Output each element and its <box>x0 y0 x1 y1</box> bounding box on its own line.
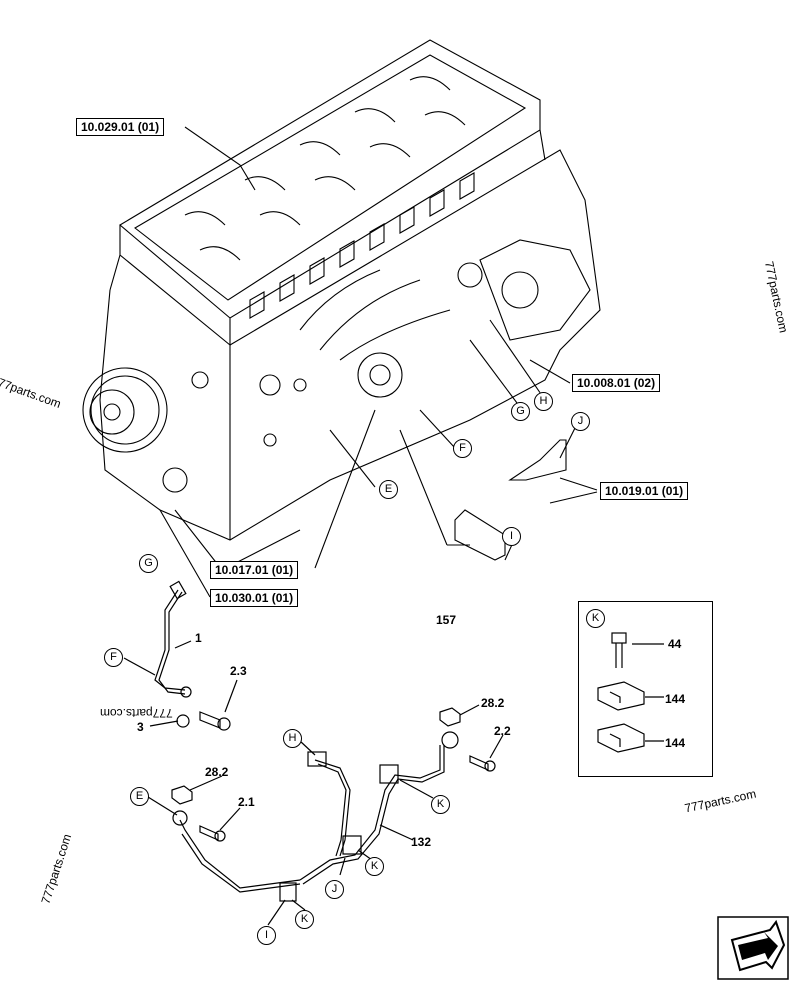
callout-f: F <box>104 648 123 667</box>
ref-label-10-017-01[interactable]: 10.017.01 (01) <box>210 561 299 579</box>
callout-g: G <box>511 402 530 421</box>
callout-j: J <box>325 880 344 899</box>
part-number-44: 44 <box>668 637 682 651</box>
ref-label-10-008-01[interactable]: 10.008.01 (02) <box>572 374 661 392</box>
callout-f: F <box>453 439 472 458</box>
callout-g: G <box>139 554 158 573</box>
part-number-2-2: 2.2 <box>494 724 511 738</box>
part-number-144: 144 <box>665 736 686 750</box>
part-number-157: 157 <box>436 613 457 627</box>
part-number-1: 1 <box>195 631 202 645</box>
part-number-2-3: 2.3 <box>230 664 247 678</box>
ref-label-10-030-01[interactable]: 10.030.01 (01) <box>210 589 299 607</box>
callout-e: E <box>130 787 149 806</box>
part-number-132: 132 <box>411 835 432 849</box>
callout-k: K <box>295 910 314 929</box>
part-number-28-2: 28.2 <box>205 765 229 779</box>
ref-label-10-019-01[interactable]: 10.019.01 (01) <box>600 482 689 500</box>
part-number-144: 144 <box>665 692 686 706</box>
part-number-2-1: 2.1 <box>238 795 255 809</box>
callout-j: J <box>571 412 590 431</box>
callout-k: K <box>431 795 450 814</box>
watermark: 777parts.com <box>100 706 173 720</box>
callout-h: H <box>283 729 302 748</box>
callout-i: I <box>502 527 521 546</box>
callout-e: E <box>379 480 398 499</box>
callout-k: K <box>586 609 605 628</box>
callout-i: I <box>257 926 276 945</box>
callout-k: K <box>365 857 384 876</box>
clip-detail-inset <box>578 601 713 777</box>
callout-h: H <box>534 392 553 411</box>
part-number-28-2: 28.2 <box>481 696 505 710</box>
ref-label-10-029-01[interactable]: 10.029.01 (01) <box>76 118 165 136</box>
part-number-3: 3 <box>137 720 144 734</box>
